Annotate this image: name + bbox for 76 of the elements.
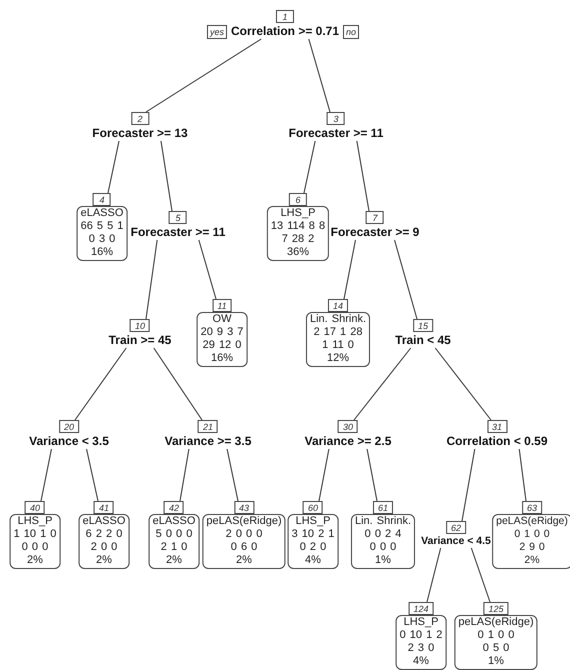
connector-line xyxy=(146,38,262,112)
node-number-tag: 11 xyxy=(212,299,232,312)
node-number-tag: 31 xyxy=(487,420,507,433)
split-condition: Variance < 3.5 xyxy=(29,434,109,448)
node-number-tag: 7 xyxy=(366,211,384,224)
leaf-box: eLASSO 6 2 2 0 2 0 0 2% xyxy=(78,514,130,569)
leaf-box: Lin. Shrink. 2 17 1 28 1 11 0 12% xyxy=(306,312,370,367)
connector-line xyxy=(518,448,526,502)
node-number-tag: 30 xyxy=(338,420,358,433)
node-number-tag: 125 xyxy=(483,602,509,615)
branch-label: yes xyxy=(206,25,227,39)
node-number-tag: 4 xyxy=(93,193,111,206)
connector-line xyxy=(86,448,98,502)
node-number-tag: 43 xyxy=(234,501,254,514)
leaf-box: OW 20 9 3 7 29 12 0 16% xyxy=(196,312,248,367)
node-number-tag: 124 xyxy=(408,602,434,615)
leaf-box: LHS_P 1 10 1 0 0 0 0 2% xyxy=(10,514,60,569)
leaf-box: peLAS(eRidge) 0 1 0 0 0 5 0 1% xyxy=(454,615,538,670)
leaf-box: LHS_P 3 10 2 1 0 2 0 4% xyxy=(288,514,338,569)
connector-line xyxy=(226,448,238,502)
connector-line xyxy=(318,448,330,502)
node-number-tag: 5 xyxy=(169,211,187,224)
node-number-tag: 2 xyxy=(131,112,149,125)
node-number-tag: 40 xyxy=(25,501,45,514)
connector-line xyxy=(344,240,356,300)
leaf-box: eLASSO 66 5 5 1 0 3 0 16% xyxy=(76,206,128,261)
split-condition: Correlation >= 0.71 xyxy=(230,24,340,38)
node-number-tag: 6 xyxy=(289,193,307,206)
connector-line xyxy=(198,240,216,300)
split-condition: Train < 45 xyxy=(395,333,451,347)
split-condition: Train >= 45 xyxy=(108,333,172,347)
split-condition: Forecaster >= 9 xyxy=(330,225,420,239)
connector-line xyxy=(354,348,412,420)
split-condition: Correlation < 0.59 xyxy=(446,434,548,448)
node-number-tag: 15 xyxy=(413,319,433,332)
node-number-tag: 62 xyxy=(446,521,466,534)
connector-line xyxy=(108,140,120,194)
connector-line xyxy=(434,348,492,420)
connector-line xyxy=(160,140,172,212)
leaf-box: peLAS(eRidge) 2 0 0 0 0 6 0 2% xyxy=(202,514,286,569)
leaf-box: Lin. Shrink. 0 0 2 4 0 0 0 1% xyxy=(350,514,416,569)
connector-line xyxy=(40,448,52,502)
connector-line xyxy=(153,348,202,420)
connector-line xyxy=(304,140,316,194)
connector-line xyxy=(426,548,442,602)
leaf-box: LHS_P 13 114 8 8 7 28 2 36% xyxy=(266,206,330,261)
node-number-tag: 61 xyxy=(372,501,393,514)
split-condition: Variance >= 3.5 xyxy=(164,434,252,448)
node-number-tag: 1 xyxy=(276,10,294,23)
connector-line xyxy=(356,140,370,212)
connector-line xyxy=(180,448,190,502)
node-number-tag: 63 xyxy=(522,501,542,514)
branch-label: no xyxy=(343,25,360,39)
split-condition: Variance < 4.5 xyxy=(421,535,491,547)
connector-line xyxy=(366,448,378,502)
leaf-box: LHS_P 0 10 1 2 2 3 0 4% xyxy=(396,615,446,670)
leaf-box: peLAS(eRidge) 0 1 0 0 2 9 0 2% xyxy=(492,514,570,569)
connector-line xyxy=(308,38,330,112)
node-number-tag: 41 xyxy=(94,501,114,514)
connector-line xyxy=(74,348,127,420)
connector-line xyxy=(462,448,476,522)
node-number-tag: 21 xyxy=(198,420,218,433)
split-condition: Forecaster >= 11 xyxy=(130,225,226,239)
node-number-tag: 42 xyxy=(164,501,184,514)
split-condition: Forecaster >= 13 xyxy=(92,126,188,140)
leaf-box: eLASSO 5 0 0 0 2 1 0 2% xyxy=(148,514,200,569)
node-number-tag: 14 xyxy=(328,299,348,312)
split-condition: Variance >= 2.5 xyxy=(304,434,392,448)
split-condition: Forecaster >= 11 xyxy=(288,126,384,140)
node-number-tag: 20 xyxy=(59,420,79,433)
connector-line xyxy=(394,240,418,320)
node-number-tag: 3 xyxy=(327,112,345,125)
node-number-tag: 10 xyxy=(130,319,150,332)
connector-line xyxy=(146,240,158,320)
node-number-tag: 60 xyxy=(303,501,323,514)
connector-line xyxy=(470,548,490,602)
